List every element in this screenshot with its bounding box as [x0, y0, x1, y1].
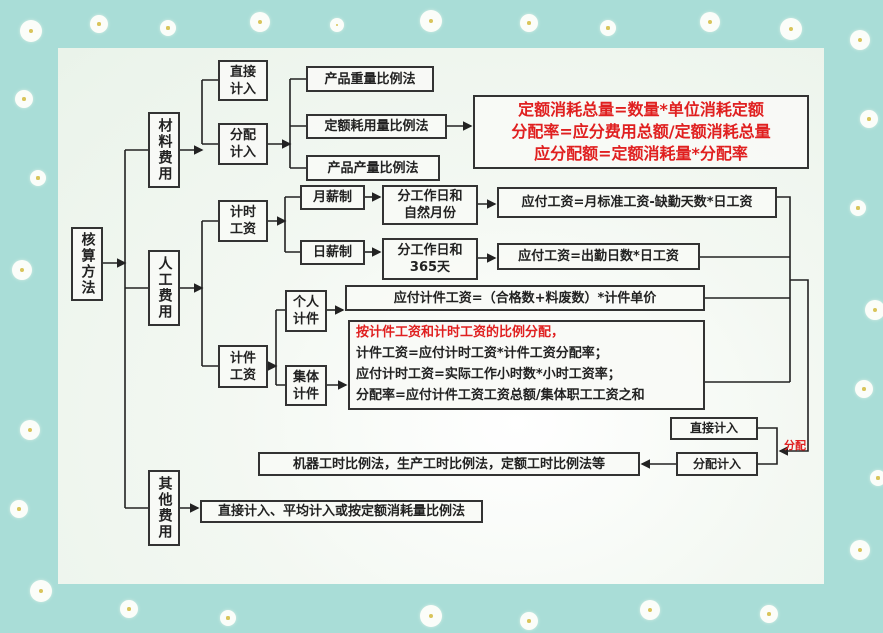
monthly-basis-node: 分工作日和自然月份 — [382, 185, 478, 225]
flower-icon — [420, 605, 442, 627]
group-formula-box: 按计件工资和计时工资的比例分配， 计件工资=应付计时工资*计件工资分配率； 应付… — [348, 320, 705, 410]
labor-cost-node: 人工费用 — [148, 250, 180, 326]
flower-icon — [870, 470, 883, 486]
method-output: 产品产量比例法 — [306, 155, 440, 181]
individual-formula: 应付计件工资=（合格数+料废数）*计件单价 — [345, 285, 705, 311]
flower-icon — [600, 20, 616, 36]
monthly-formula: 应付工资=月标准工资-缺勤天数*日工资 — [497, 187, 777, 218]
flower-icon — [855, 380, 873, 398]
flower-icon — [250, 12, 270, 32]
root-node: 核算方法 — [71, 227, 103, 301]
flower-icon — [420, 10, 442, 32]
group-formula-title: 按计件工资和计时工资的比例分配， — [356, 325, 565, 340]
time-wage-node: 计时工资 — [218, 200, 268, 242]
formula-line: 应分配额=定额消耗量*分配率 — [534, 144, 748, 163]
daily-basis-node: 分工作日和365天 — [382, 238, 478, 280]
material-direct-node: 直接计入 — [218, 60, 268, 101]
formula-line: 定额消耗总量=数量*单位消耗定额 — [518, 100, 764, 119]
flower-icon — [90, 15, 108, 33]
flower-icon — [12, 260, 32, 280]
material-formula-box: 定额消耗总量=数量*单位消耗定额 分配率=应分费用总额/定额消耗总量 应分配额=… — [473, 95, 809, 169]
labor-allocated-node: 分配计入 — [676, 452, 758, 476]
flower-icon — [520, 612, 538, 630]
flower-icon — [865, 300, 883, 320]
flower-icon — [20, 420, 40, 440]
daily-salary-node: 日薪制 — [300, 240, 365, 265]
flower-icon — [30, 170, 46, 186]
other-cost-node: 其他费用 — [148, 470, 180, 546]
flower-icon — [860, 110, 878, 128]
flower-icon — [120, 600, 138, 618]
flower-icon — [850, 30, 870, 50]
formula-line: 分配率=应付计件工资工资总额/集体职工工资之和 — [356, 388, 645, 403]
method-norm-consumption: 定额耗用量比例法 — [306, 114, 447, 139]
individual-piece-node: 个人计件 — [285, 290, 327, 332]
material-cost-node: 材料费用 — [148, 112, 180, 188]
flower-icon — [850, 540, 870, 560]
group-piece-node: 集体计件 — [285, 365, 327, 406]
formula-line: 分配率=应分费用总额/定额消耗总量 — [511, 122, 771, 141]
flower-icon — [15, 90, 33, 108]
allocation-methods: 机器工时比例法，生产工时比例法，定额工时比例法等 — [258, 452, 640, 476]
monthly-salary-node: 月薪制 — [300, 185, 365, 210]
flower-icon — [30, 580, 52, 602]
flower-icon — [760, 605, 778, 623]
allocation-label: 分配 — [784, 439, 806, 452]
other-methods: 直接计入、平均计入或按定额消耗量比例法 — [200, 500, 483, 523]
flower-icon — [700, 12, 720, 32]
formula-line: 应付计时工资=实际工作小时数*小时工资率； — [356, 367, 621, 382]
flower-icon — [520, 14, 538, 32]
formula-line: 计件工资=应付计时工资*计件工资分配率； — [356, 346, 608, 361]
flower-icon — [20, 20, 42, 42]
flower-icon — [10, 500, 28, 518]
flower-icon — [780, 18, 802, 40]
flower-icon — [850, 200, 866, 216]
labor-direct-node: 直接计入 — [670, 417, 758, 440]
flower-icon — [330, 18, 344, 32]
flower-icon — [220, 610, 236, 626]
material-allocated-node: 分配计入 — [218, 123, 268, 165]
flower-icon — [160, 20, 176, 36]
method-weight: 产品重量比例法 — [306, 66, 434, 92]
flower-icon — [640, 600, 660, 620]
daily-formula: 应付工资=出勤日数*日工资 — [497, 243, 700, 270]
piece-wage-node: 计件工资 — [218, 345, 268, 388]
